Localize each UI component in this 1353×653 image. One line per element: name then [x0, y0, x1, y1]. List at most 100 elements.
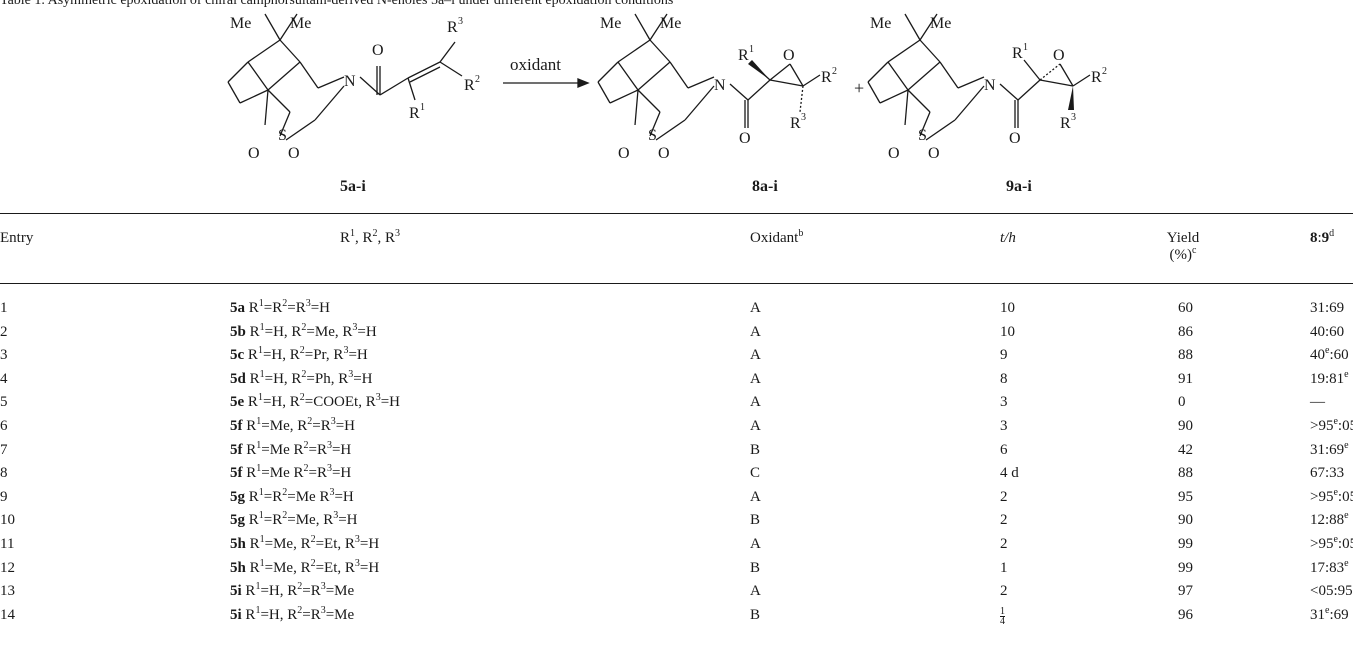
cell-oxidant: C	[750, 465, 761, 481]
svg-text:R: R	[790, 115, 801, 132]
svg-text:R: R	[447, 19, 458, 36]
cell-yield: 96	[1178, 607, 1193, 623]
cell-ratio: 12:88e	[1310, 510, 1349, 529]
plus-sign: +	[854, 78, 864, 98]
cell-ratio: >95e:05	[1310, 487, 1353, 506]
cell-substituents: 5b R1=H, R2=Me, R3=H	[230, 322, 377, 341]
cell-substituents: 5f R1=Me R2=R3=H	[230, 463, 352, 482]
svg-text:R: R	[1012, 45, 1023, 62]
cell-oxidant: A	[750, 583, 761, 599]
svg-text:R: R	[1091, 69, 1102, 86]
svg-text:Me: Me	[870, 15, 891, 32]
table-caption: Table 1. Asymmetric epoxidation of chira…	[0, 0, 674, 8]
cell-oxidant: B	[750, 560, 761, 576]
wedge-bond-9	[1068, 86, 1074, 110]
cell-oxidant: A	[750, 324, 761, 340]
cell-substituents: 5h R1=Me, R2=Et, R3=H	[230, 534, 380, 553]
svg-text:O: O	[248, 145, 260, 162]
cell-oxidant: B	[750, 607, 761, 623]
cell-substituents: 5f R1=Me, R2=R3=H	[230, 416, 355, 435]
svg-text:O: O	[1053, 47, 1065, 64]
svg-text:Me: Me	[930, 15, 951, 32]
svg-text:O: O	[783, 47, 795, 64]
cell-ratio: >95e:05	[1310, 534, 1353, 553]
cell-yield: 0	[1178, 394, 1186, 410]
cell-time: 2	[1000, 512, 1008, 528]
cell-oxidant: A	[750, 489, 761, 505]
cell-oxidant: A	[750, 300, 761, 316]
structure-9	[867, 13, 1091, 141]
cell-ratio: 31:69	[1310, 300, 1345, 316]
reaction-scheme: Me Me N S O O O R 3 R 2 R 1 oxidant	[227, 13, 1107, 162]
cell-entry: 9	[0, 489, 8, 505]
cell-entry: 3	[0, 347, 8, 363]
header-ratio: 8:9d	[1310, 228, 1335, 247]
table-top-rule	[0, 213, 1353, 214]
cell-substituents: 5c R1=H, R2=Pr, R3=H	[230, 345, 368, 364]
cell-ratio: —	[1310, 394, 1325, 410]
cell-yield: 42	[1178, 442, 1193, 458]
svg-text:R: R	[464, 77, 475, 94]
svg-text:Me: Me	[290, 15, 311, 32]
cell-entry: 14	[0, 607, 15, 623]
svg-text:2: 2	[832, 66, 837, 77]
svg-text:N: N	[344, 73, 356, 90]
cell-yield: 86	[1178, 324, 1193, 340]
cell-entry: 13	[0, 583, 15, 599]
svg-text:S: S	[648, 127, 657, 144]
svg-text:1: 1	[749, 44, 754, 55]
cell-oxidant: A	[750, 371, 761, 387]
cell-entry: 5	[0, 394, 8, 410]
svg-text:N: N	[984, 77, 996, 94]
compound-label-5: 5a-i	[340, 178, 366, 195]
cell-ratio: 17:83e	[1310, 558, 1349, 577]
structure-9-labels: Me Me N S O O O O R 1 R 2 R 3	[870, 15, 1107, 162]
cell-ratio: 19:81e	[1310, 369, 1349, 388]
svg-text:O: O	[288, 145, 300, 162]
table-header-rule	[0, 283, 1353, 284]
svg-text:1: 1	[1023, 42, 1028, 53]
structure-8	[597, 13, 821, 141]
cell-time: 9	[1000, 347, 1008, 363]
cell-oxidant: A	[750, 394, 761, 410]
cell-entry: 6	[0, 418, 8, 434]
svg-text:Me: Me	[600, 15, 621, 32]
cell-oxidant: A	[750, 536, 761, 552]
svg-text:2: 2	[1102, 66, 1107, 77]
header-yield: Yield(%)c	[1166, 230, 1200, 263]
svg-text:N: N	[714, 77, 726, 94]
svg-text:R: R	[409, 105, 420, 122]
svg-text:R: R	[821, 69, 832, 86]
cell-ratio: 31:69e	[1310, 440, 1349, 459]
cell-time: 10	[1000, 324, 1015, 340]
cell-time: 1	[1000, 560, 1008, 576]
header-time: t/h	[1000, 230, 1016, 246]
cell-time: 10	[1000, 300, 1015, 316]
cell-substituents: 5i R1=H, R2=R3=Me	[230, 605, 355, 624]
header-entry: Entry	[0, 230, 34, 246]
cell-entry: 7	[0, 442, 8, 458]
svg-text:O: O	[739, 130, 751, 147]
cell-time: 3	[1000, 394, 1008, 410]
svg-text:S: S	[918, 127, 927, 144]
cell-time: 2	[1000, 583, 1008, 599]
cell-oxidant: B	[750, 512, 761, 528]
cell-oxidant: B	[750, 442, 761, 458]
cell-ratio: 67:33	[1310, 465, 1345, 481]
cell-substituents: 5f R1=Me R2=R3=H	[230, 440, 352, 459]
svg-text:2: 2	[475, 74, 480, 85]
cell-yield: 99	[1178, 536, 1193, 552]
header-oxidant: Oxidantb	[750, 228, 804, 247]
cell-substituents: 5e R1=H, R2=COOEt, R3=H	[230, 392, 400, 411]
cell-time: 8	[1000, 371, 1008, 387]
arrow-label: oxidant	[510, 55, 561, 74]
compound-label-8: 8a-i	[752, 178, 778, 195]
compound-label-9: 9a-i	[1006, 178, 1032, 195]
svg-text:R: R	[1060, 115, 1071, 132]
svg-text:R: R	[738, 47, 749, 64]
cell-time: 6	[1000, 442, 1008, 458]
cell-yield: 88	[1178, 347, 1193, 363]
cell-time: 2	[1000, 489, 1008, 505]
cell-entry: 12	[0, 560, 15, 576]
